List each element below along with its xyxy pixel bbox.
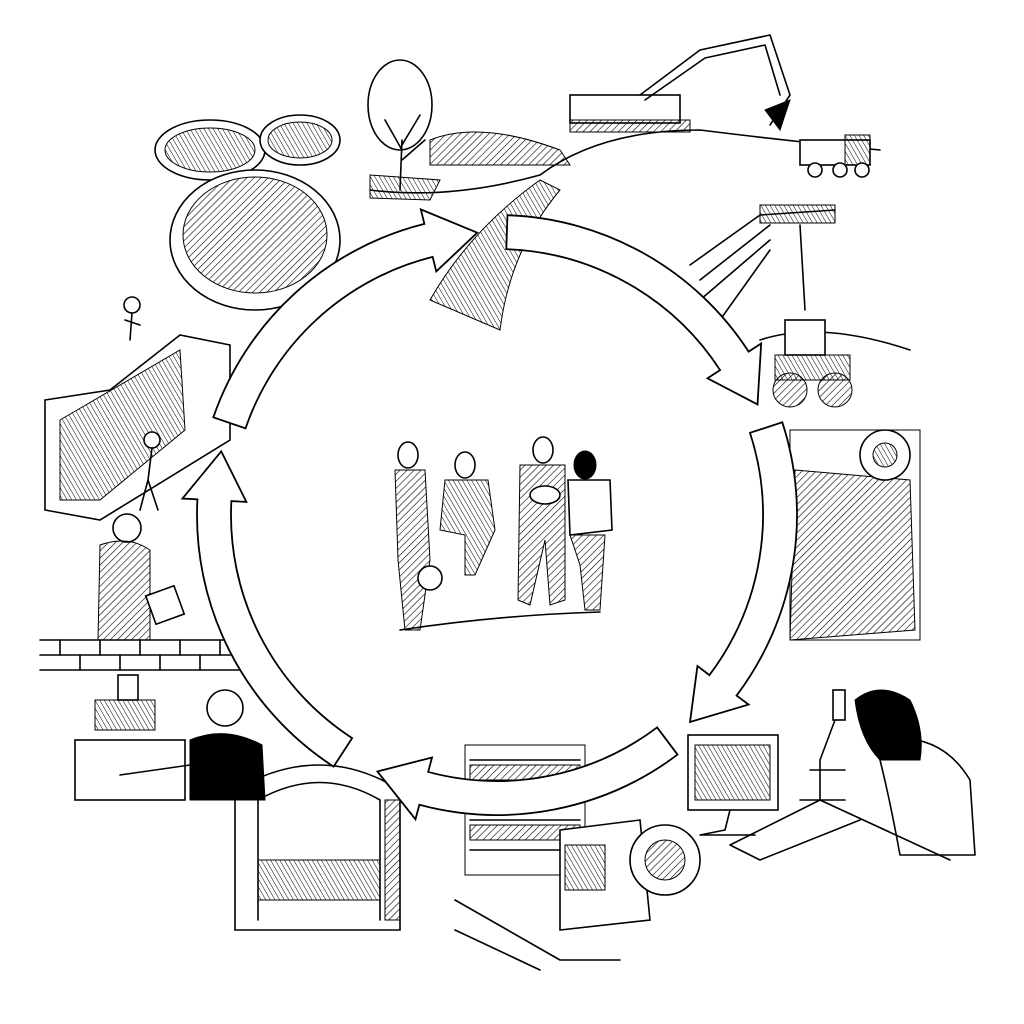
machine-operator-scene <box>74 674 266 801</box>
crusher-scene <box>789 429 921 641</box>
person-coat <box>394 441 443 631</box>
computer-monitor-icon <box>687 734 779 836</box>
bricklayer-scene <box>39 513 241 671</box>
person-with-helmet <box>517 436 566 606</box>
brick-wall-icon <box>39 639 241 671</box>
cycle-arrow-2 <box>505 214 763 406</box>
stone-baskets-scene <box>154 114 341 311</box>
cycle-arrows <box>180 207 798 822</box>
laboratory-microscope-scene <box>687 689 976 861</box>
tree-icon <box>367 59 433 191</box>
excavator-icon <box>569 34 791 133</box>
cycle-arrow-3 <box>688 421 798 724</box>
conveyor-loader-scene <box>689 204 911 408</box>
microscope-icon <box>799 689 846 801</box>
wheel-loader-icon <box>772 319 853 408</box>
person-safety-vest <box>567 450 613 611</box>
person-overalls <box>439 451 496 576</box>
cycle-arrow-1 <box>212 207 479 430</box>
helmet-icon <box>417 565 443 591</box>
scientist-figure <box>854 689 976 856</box>
cycle-arrow-4 <box>375 726 679 822</box>
cycle-arrow-5 <box>180 449 354 768</box>
workers-group <box>394 436 613 631</box>
dump-truck-icon <box>799 134 871 178</box>
